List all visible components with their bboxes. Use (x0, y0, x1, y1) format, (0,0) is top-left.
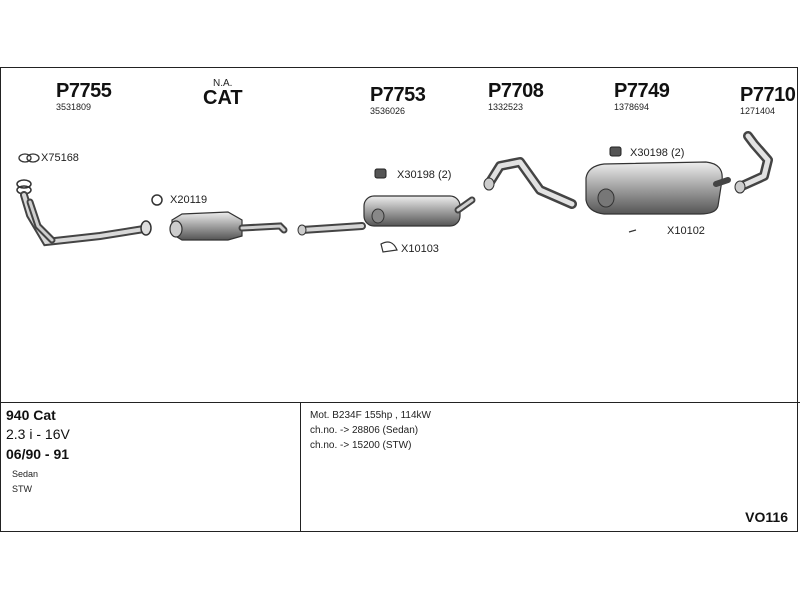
rubber-mount-icon (609, 146, 622, 157)
fitting-label-x20119: X20119 (170, 194, 208, 206)
clamp-icon (380, 241, 398, 253)
oem-number-p7708: 1332523 (488, 102, 524, 112)
part-number-p7710: P7710 (740, 84, 796, 106)
oem-number-p7749: 1378694 (614, 102, 650, 112)
part-number-p7755: P7755 (56, 80, 112, 102)
part-number-p7753: P7753 (370, 84, 426, 106)
fitting-label-x10102: X10102 (667, 225, 705, 237)
cat-note: N.A. (213, 78, 233, 89)
oem-number-p7710: 1271404 (740, 106, 776, 116)
divider-vertical (300, 402, 301, 532)
body-type-stw: STW (12, 484, 32, 494)
vehicle-years: 06/90 - 91 (6, 446, 70, 462)
gasket-icon (18, 153, 40, 163)
front-pipe-drawing (16, 179, 152, 247)
oem-number-p7755: 3531809 (56, 102, 92, 112)
engine-note: Mot. B234F 155hp , 114kW (310, 410, 431, 421)
chassis-note-sedan: ch.no. -> 28806 (Sedan) (310, 425, 419, 436)
vehicle-engine: 2.3 i - 16V (6, 426, 70, 442)
middle-silencer-drawing (297, 195, 476, 236)
clamp-icon (628, 229, 637, 233)
fitting-label-x30198-a: X30198 (2) (397, 169, 452, 181)
divider-horizontal (0, 402, 800, 403)
rubber-mount-icon (374, 168, 387, 179)
reference-code: VO116 (745, 509, 788, 525)
tail-pipe-drawing (734, 131, 773, 194)
chassis-note-stw: ch.no. -> 15200 (STW) (310, 440, 412, 451)
diagram-frame (0, 67, 798, 532)
rear-silencer-drawing (585, 161, 731, 215)
cat-label: CAT (203, 87, 243, 109)
part-number-p7708: P7708 (488, 80, 544, 102)
fitting-label-x10103: X10103 (401, 243, 439, 255)
fitting-label-x75168: X75168 (41, 152, 79, 164)
part-number-p7749: P7749 (614, 80, 670, 102)
ring-icon (151, 194, 163, 206)
body-type-sedan: Sedan (12, 469, 39, 479)
fitting-label-x30198-b: X30198 (2) (630, 147, 685, 159)
vehicle-model: 940 Cat (6, 407, 56, 423)
catalytic-converter-drawing (169, 211, 288, 241)
intermediate-pipe-drawing (483, 157, 577, 209)
oem-number-p7753: 3536026 (370, 106, 406, 116)
